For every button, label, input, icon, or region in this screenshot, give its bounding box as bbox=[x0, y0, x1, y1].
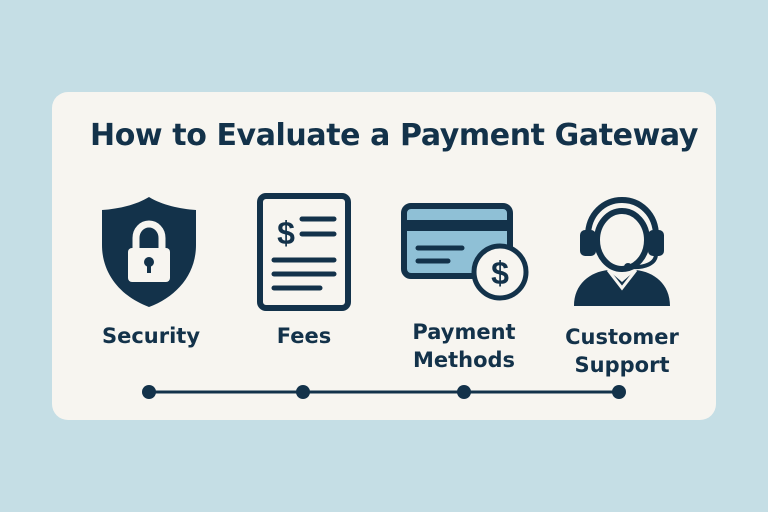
step-label-security: Security bbox=[71, 322, 231, 350]
step-label-line: Fees bbox=[276, 324, 332, 348]
timeline-node bbox=[296, 385, 310, 399]
step-label-line: Customer bbox=[565, 325, 679, 349]
step-label-fees: Fees bbox=[224, 322, 384, 350]
timeline-node bbox=[457, 385, 471, 399]
shield-lock-icon bbox=[102, 197, 196, 307]
svg-text:$: $ bbox=[491, 255, 509, 291]
credit-card-dollar-icon: $ bbox=[401, 203, 529, 301]
step-label-line: Support bbox=[574, 353, 670, 377]
svg-text:$: $ bbox=[277, 215, 295, 251]
page-title: How to Evaluate a Payment Gateway bbox=[89, 118, 699, 153]
step-label-line: Methods bbox=[412, 348, 516, 372]
timeline-node bbox=[612, 385, 626, 399]
step-label-payment-methods: Payment Methods bbox=[384, 318, 544, 374]
headset-agent-icon bbox=[574, 196, 670, 306]
step-label-line: Security bbox=[101, 324, 201, 348]
step-label-line: Payment bbox=[412, 320, 516, 344]
timeline-node bbox=[142, 385, 156, 399]
fee-document-icon: $ bbox=[257, 193, 351, 311]
step-label-customer-support: Customer Support bbox=[542, 323, 702, 379]
